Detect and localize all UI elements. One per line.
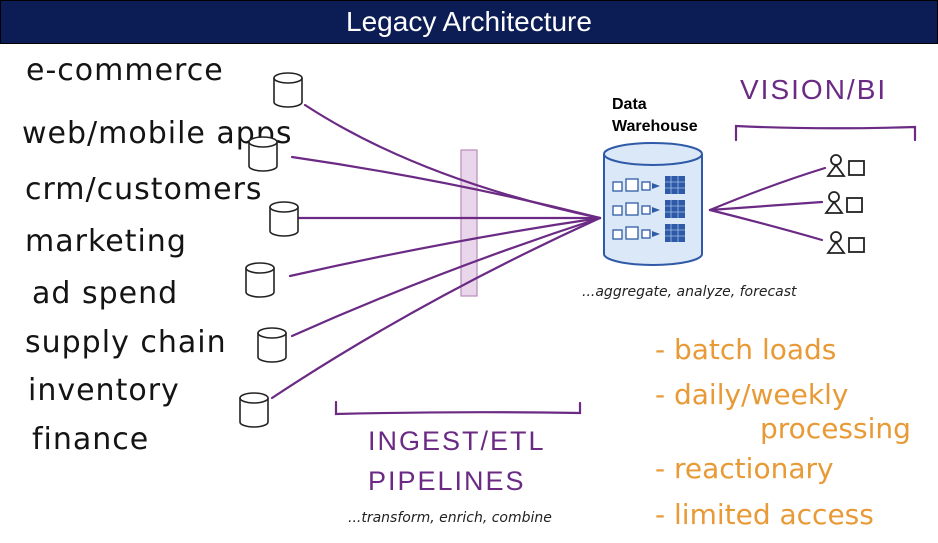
user-icon [826, 231, 865, 254]
data-warehouse-icon [603, 142, 703, 266]
etl-bar [460, 149, 478, 297]
bullet-daily-weekly: - daily/weekly [655, 378, 849, 411]
source-label-finance: finance [32, 422, 150, 457]
flow-line-bi-1 [708, 166, 827, 212]
database-icon [245, 262, 275, 298]
bullet-reactionary: - reactionary [655, 452, 834, 485]
vision-bi-label: VISION/BI [740, 74, 888, 105]
database-icon [257, 327, 287, 363]
ingest-label-line2: PIPELINES [368, 466, 526, 496]
source-label-web-mobile: web/mobile apps [22, 116, 293, 151]
user-icon [826, 154, 865, 177]
bullet-processing: processing [760, 412, 911, 445]
flow-line-web-mobile [290, 155, 602, 220]
source-label-crm: crm/customers [25, 172, 263, 207]
source-label-marketing: marketing [25, 224, 187, 259]
source-label-ecommerce: e-commerce [26, 53, 224, 88]
bullet-limited-access: - limited access [655, 498, 874, 531]
ingest-bracket [334, 400, 582, 416]
source-label-inventory: inventory [28, 373, 180, 408]
bullet-batch-loads: - batch loads [655, 333, 837, 366]
source-label-supply-chain: supply chain [25, 325, 227, 360]
database-icon [248, 136, 278, 172]
warehouse-label-line2: Warehouse [612, 118, 698, 135]
title-bar: Legacy Architecture [0, 0, 938, 44]
user-icon [824, 191, 863, 214]
ingest-label-line1: INGEST/ETL [368, 426, 546, 456]
brackets [334, 124, 917, 416]
flow-line-supply-chain [270, 216, 602, 400]
warehouse-label-line1: Data [612, 96, 647, 113]
bi-users [824, 154, 865, 254]
vision-bracket [734, 124, 917, 142]
page-title: Legacy Architecture [346, 6, 592, 37]
warehouse-note: ...aggregate, analyze, forecast [582, 284, 797, 300]
warehouse-label: Data Warehouse [612, 94, 698, 138]
source-databases [239, 72, 303, 428]
source-label-ad-spend: ad spend [32, 276, 179, 311]
flow-line-bi-3 [708, 208, 824, 242]
flow-line-marketing [288, 216, 602, 278]
ingest-note: ...transform, enrich, combine [348, 510, 552, 526]
flow-line-bi-2 [708, 200, 824, 212]
database-icon [239, 392, 269, 428]
flow-line-ad-spend [290, 216, 602, 338]
database-icon [273, 72, 303, 108]
database-icon [269, 201, 299, 237]
flow-lines [270, 103, 827, 400]
flow-line-ecommerce [303, 103, 602, 220]
